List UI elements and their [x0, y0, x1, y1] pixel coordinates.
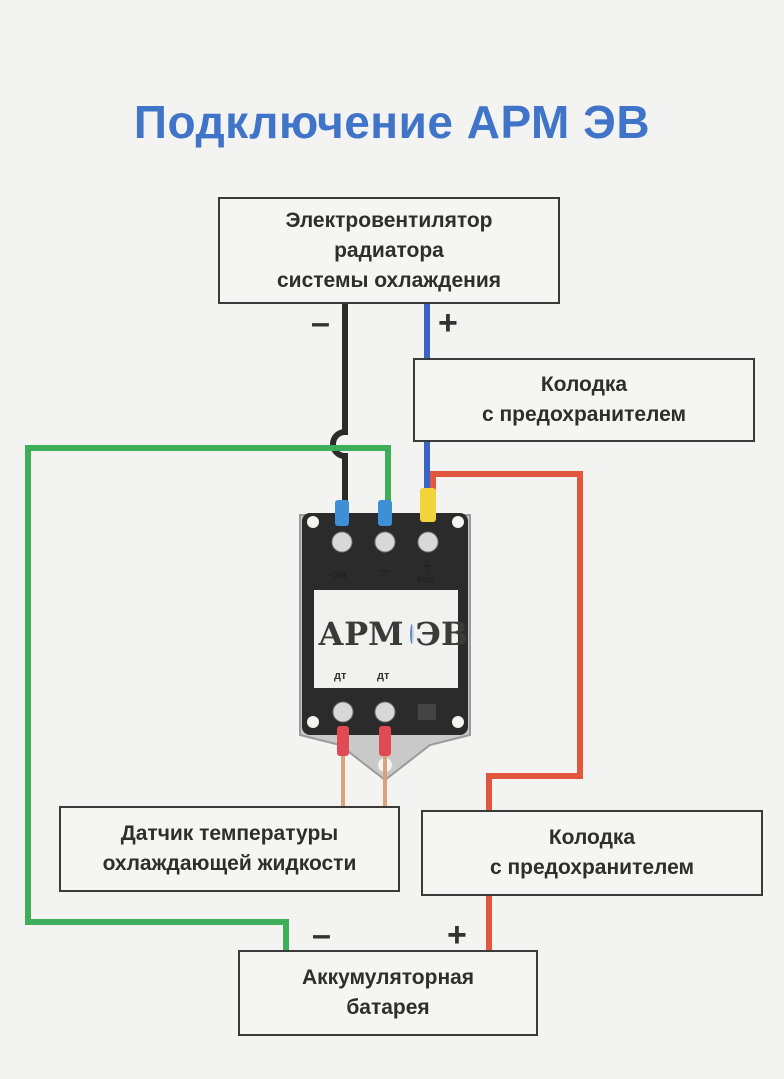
- terminal-empty: [418, 704, 436, 720]
- terminal-label-plus-ev: +эв: [416, 574, 436, 586]
- device-logo: АРМ ЭВ: [318, 612, 468, 656]
- lug-red: [379, 726, 391, 756]
- battery-plus-sign: +: [447, 916, 467, 954]
- lug-blue: [335, 500, 349, 526]
- wire-black: [330, 304, 348, 512]
- terminal-screw: [374, 531, 396, 553]
- logo-swirl-icon: [409, 624, 414, 644]
- lug-blue: [378, 500, 392, 526]
- wire-red: [430, 471, 583, 810]
- fan-minus-sign: –: [311, 304, 330, 342]
- mount-hole: [452, 516, 464, 528]
- mount-hole: [307, 716, 319, 728]
- terminal-label-minus: –: [380, 562, 389, 579]
- mount-hole: [452, 716, 464, 728]
- terminal-label-plus: +: [423, 558, 432, 575]
- sensor-label-1: дт: [334, 670, 347, 682]
- terminal-label-minus-ev: –эв: [326, 567, 347, 581]
- device-face: [314, 590, 458, 688]
- battery-minus-sign: –: [312, 916, 331, 954]
- sensor-box: Датчик температуры охлаждающей жидкости: [59, 806, 400, 892]
- fuse-box-bottom: Колодка с предохранителем: [421, 810, 763, 896]
- sensor-label-2: дт: [377, 670, 390, 682]
- page-title: Подключение АРМ ЭВ: [133, 96, 651, 148]
- logo-text-right: ЭВ: [415, 615, 469, 653]
- terminal-screw: [374, 701, 396, 723]
- logo-text-left: АРМ: [318, 615, 404, 653]
- fuse-box-top: Колодка с предохранителем: [413, 358, 755, 442]
- battery-box: Аккумуляторная батарея: [238, 950, 538, 1036]
- fan-box: Электровентилятор радиатора системы охла…: [218, 197, 560, 304]
- lug-red: [337, 726, 349, 756]
- fan-plus-sign: +: [438, 304, 458, 342]
- terminal-screw: [417, 531, 439, 553]
- wire-green: [25, 445, 391, 950]
- terminal-screw: [331, 531, 353, 553]
- lug-yellow: [420, 488, 436, 522]
- terminal-screw: [332, 701, 354, 723]
- mount-hole: [307, 516, 319, 528]
